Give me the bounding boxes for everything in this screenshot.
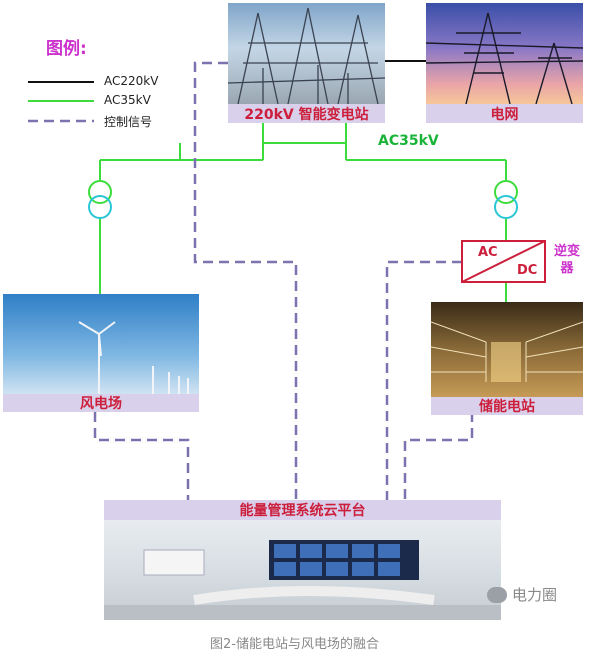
inverter-side-label-line1: 逆变	[553, 244, 580, 259]
legend-control-label: 控制信号	[104, 115, 153, 129]
wind-farm-label: 风电场	[3, 394, 199, 412]
inverter-dc-label: DC	[517, 263, 538, 278]
left-transformer-icon	[88, 180, 112, 219]
substation-photo	[228, 3, 385, 104]
transmission-tower-icon	[426, 12, 583, 104]
platform-label: 能量管理系统云平台	[104, 500, 501, 520]
legend-ac220-label: AC220kV	[104, 74, 159, 88]
control-room-icon	[104, 540, 501, 620]
legend-ac35-label: AC35kV	[104, 93, 151, 107]
storage-photo	[431, 302, 583, 397]
control-room-photo	[104, 520, 501, 620]
legend-title: 图例:	[46, 39, 87, 59]
inverter-side-label: 逆变 器	[550, 243, 584, 277]
wind-turbine-icon	[78, 321, 189, 394]
figure-caption: 图2-储能电站与风电场的融合	[210, 637, 379, 652]
watermark: 电力圈	[487, 584, 557, 605]
wechat-icon	[487, 586, 507, 603]
watermark-text: 电力圈	[512, 586, 558, 604]
grid-photo	[426, 3, 583, 104]
inverter-box-icon	[461, 240, 546, 283]
battery-rack-icon	[431, 321, 583, 382]
substation-label: 220kV 智能变电站	[228, 104, 385, 123]
wind-farm-photo	[3, 294, 199, 394]
bus-label: AC35kV	[378, 133, 439, 149]
substation-structure-icon	[228, 7, 385, 104]
inverter-side-label-line2: 器	[560, 261, 574, 276]
control-signal-lines	[93, 61, 474, 508]
grid-label: 电网	[426, 104, 583, 123]
right-transformer-icon	[494, 180, 518, 219]
inverter-ac-label: AC	[478, 245, 498, 260]
storage-label: 储能电站	[431, 397, 583, 415]
